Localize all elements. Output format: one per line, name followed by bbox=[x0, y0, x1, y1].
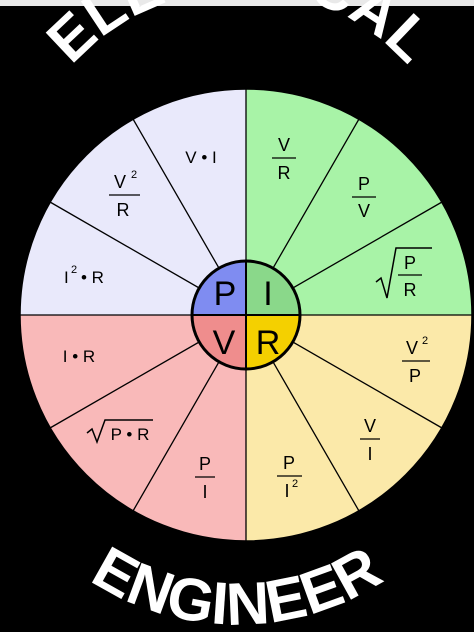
svg-text:V: V bbox=[358, 201, 370, 221]
quadrant-resistance bbox=[246, 315, 472, 541]
formula-v-equals-sqrt-p-times-r: P • R bbox=[86, 419, 153, 445]
svg-text:P • R: P • R bbox=[111, 425, 150, 444]
quadrant-power bbox=[20, 89, 246, 315]
formula-i-equals-sqrt-p-over-r: P R bbox=[375, 247, 432, 300]
quadrant-current bbox=[246, 89, 472, 315]
title-electrical: ELECTRICAL bbox=[34, 0, 446, 75]
title-engineer: ENGINEER bbox=[82, 533, 392, 632]
top-border bbox=[0, 0, 474, 6]
center-pivr-circle: P I V R bbox=[190, 259, 302, 371]
svg-text:P: P bbox=[358, 174, 370, 194]
svg-text:I: I bbox=[64, 268, 69, 287]
formula-i-equals-v-over-r: V R bbox=[272, 135, 296, 183]
svg-text:• R: • R bbox=[81, 268, 104, 287]
svg-text:P: P bbox=[199, 454, 211, 474]
svg-text:V: V bbox=[364, 416, 376, 436]
svg-text:P: P bbox=[283, 453, 295, 473]
formula-v-equals-p-over-i: P I bbox=[195, 454, 215, 502]
svg-text:R: R bbox=[278, 163, 291, 183]
quadrant-voltage bbox=[20, 315, 246, 541]
svg-text:P: P bbox=[404, 253, 416, 273]
formula-p-equals-v-times-i: V • I bbox=[185, 148, 216, 167]
formula-v-equals-i-times-r: I • R bbox=[63, 347, 95, 366]
center-quadrant-i bbox=[246, 261, 300, 315]
formula-p-equals-i-squared-times-r: I 2 • R bbox=[64, 264, 104, 287]
center-quadrant-v bbox=[192, 315, 246, 369]
svg-text:V: V bbox=[278, 135, 290, 155]
formula-p-equals-v-squared-over-r: V 2 R bbox=[109, 169, 140, 220]
svg-text:I: I bbox=[284, 481, 289, 501]
center-quadrant-r bbox=[246, 315, 300, 369]
svg-text:I: I bbox=[367, 444, 372, 464]
svg-text:R: R bbox=[117, 200, 130, 220]
svg-text:R: R bbox=[404, 280, 417, 300]
center-letter-i: I bbox=[263, 275, 272, 313]
formula-wheel: V • I V 2 R I 2 • R V R P V bbox=[19, 88, 473, 542]
formula-i-equals-p-over-v: P V bbox=[352, 174, 376, 221]
center-letter-v: V bbox=[213, 324, 236, 362]
svg-text:V: V bbox=[114, 172, 126, 192]
svg-text:2: 2 bbox=[292, 478, 298, 490]
svg-text:P: P bbox=[409, 366, 421, 386]
svg-text:2: 2 bbox=[71, 264, 77, 276]
center-letter-p: P bbox=[214, 275, 237, 313]
center-quadrant-p bbox=[192, 261, 246, 315]
svg-text:2: 2 bbox=[131, 169, 137, 181]
formula-r-equals-v-over-i: V I bbox=[360, 416, 380, 464]
formula-r-equals-p-over-i-squared: P I 2 bbox=[277, 453, 302, 501]
svg-text:V: V bbox=[406, 338, 418, 358]
formula-r-equals-v-squared-over-p: V 2 P bbox=[402, 335, 430, 386]
svg-text:2: 2 bbox=[422, 335, 428, 347]
center-letter-r: R bbox=[256, 324, 281, 362]
svg-text:I: I bbox=[202, 482, 207, 502]
